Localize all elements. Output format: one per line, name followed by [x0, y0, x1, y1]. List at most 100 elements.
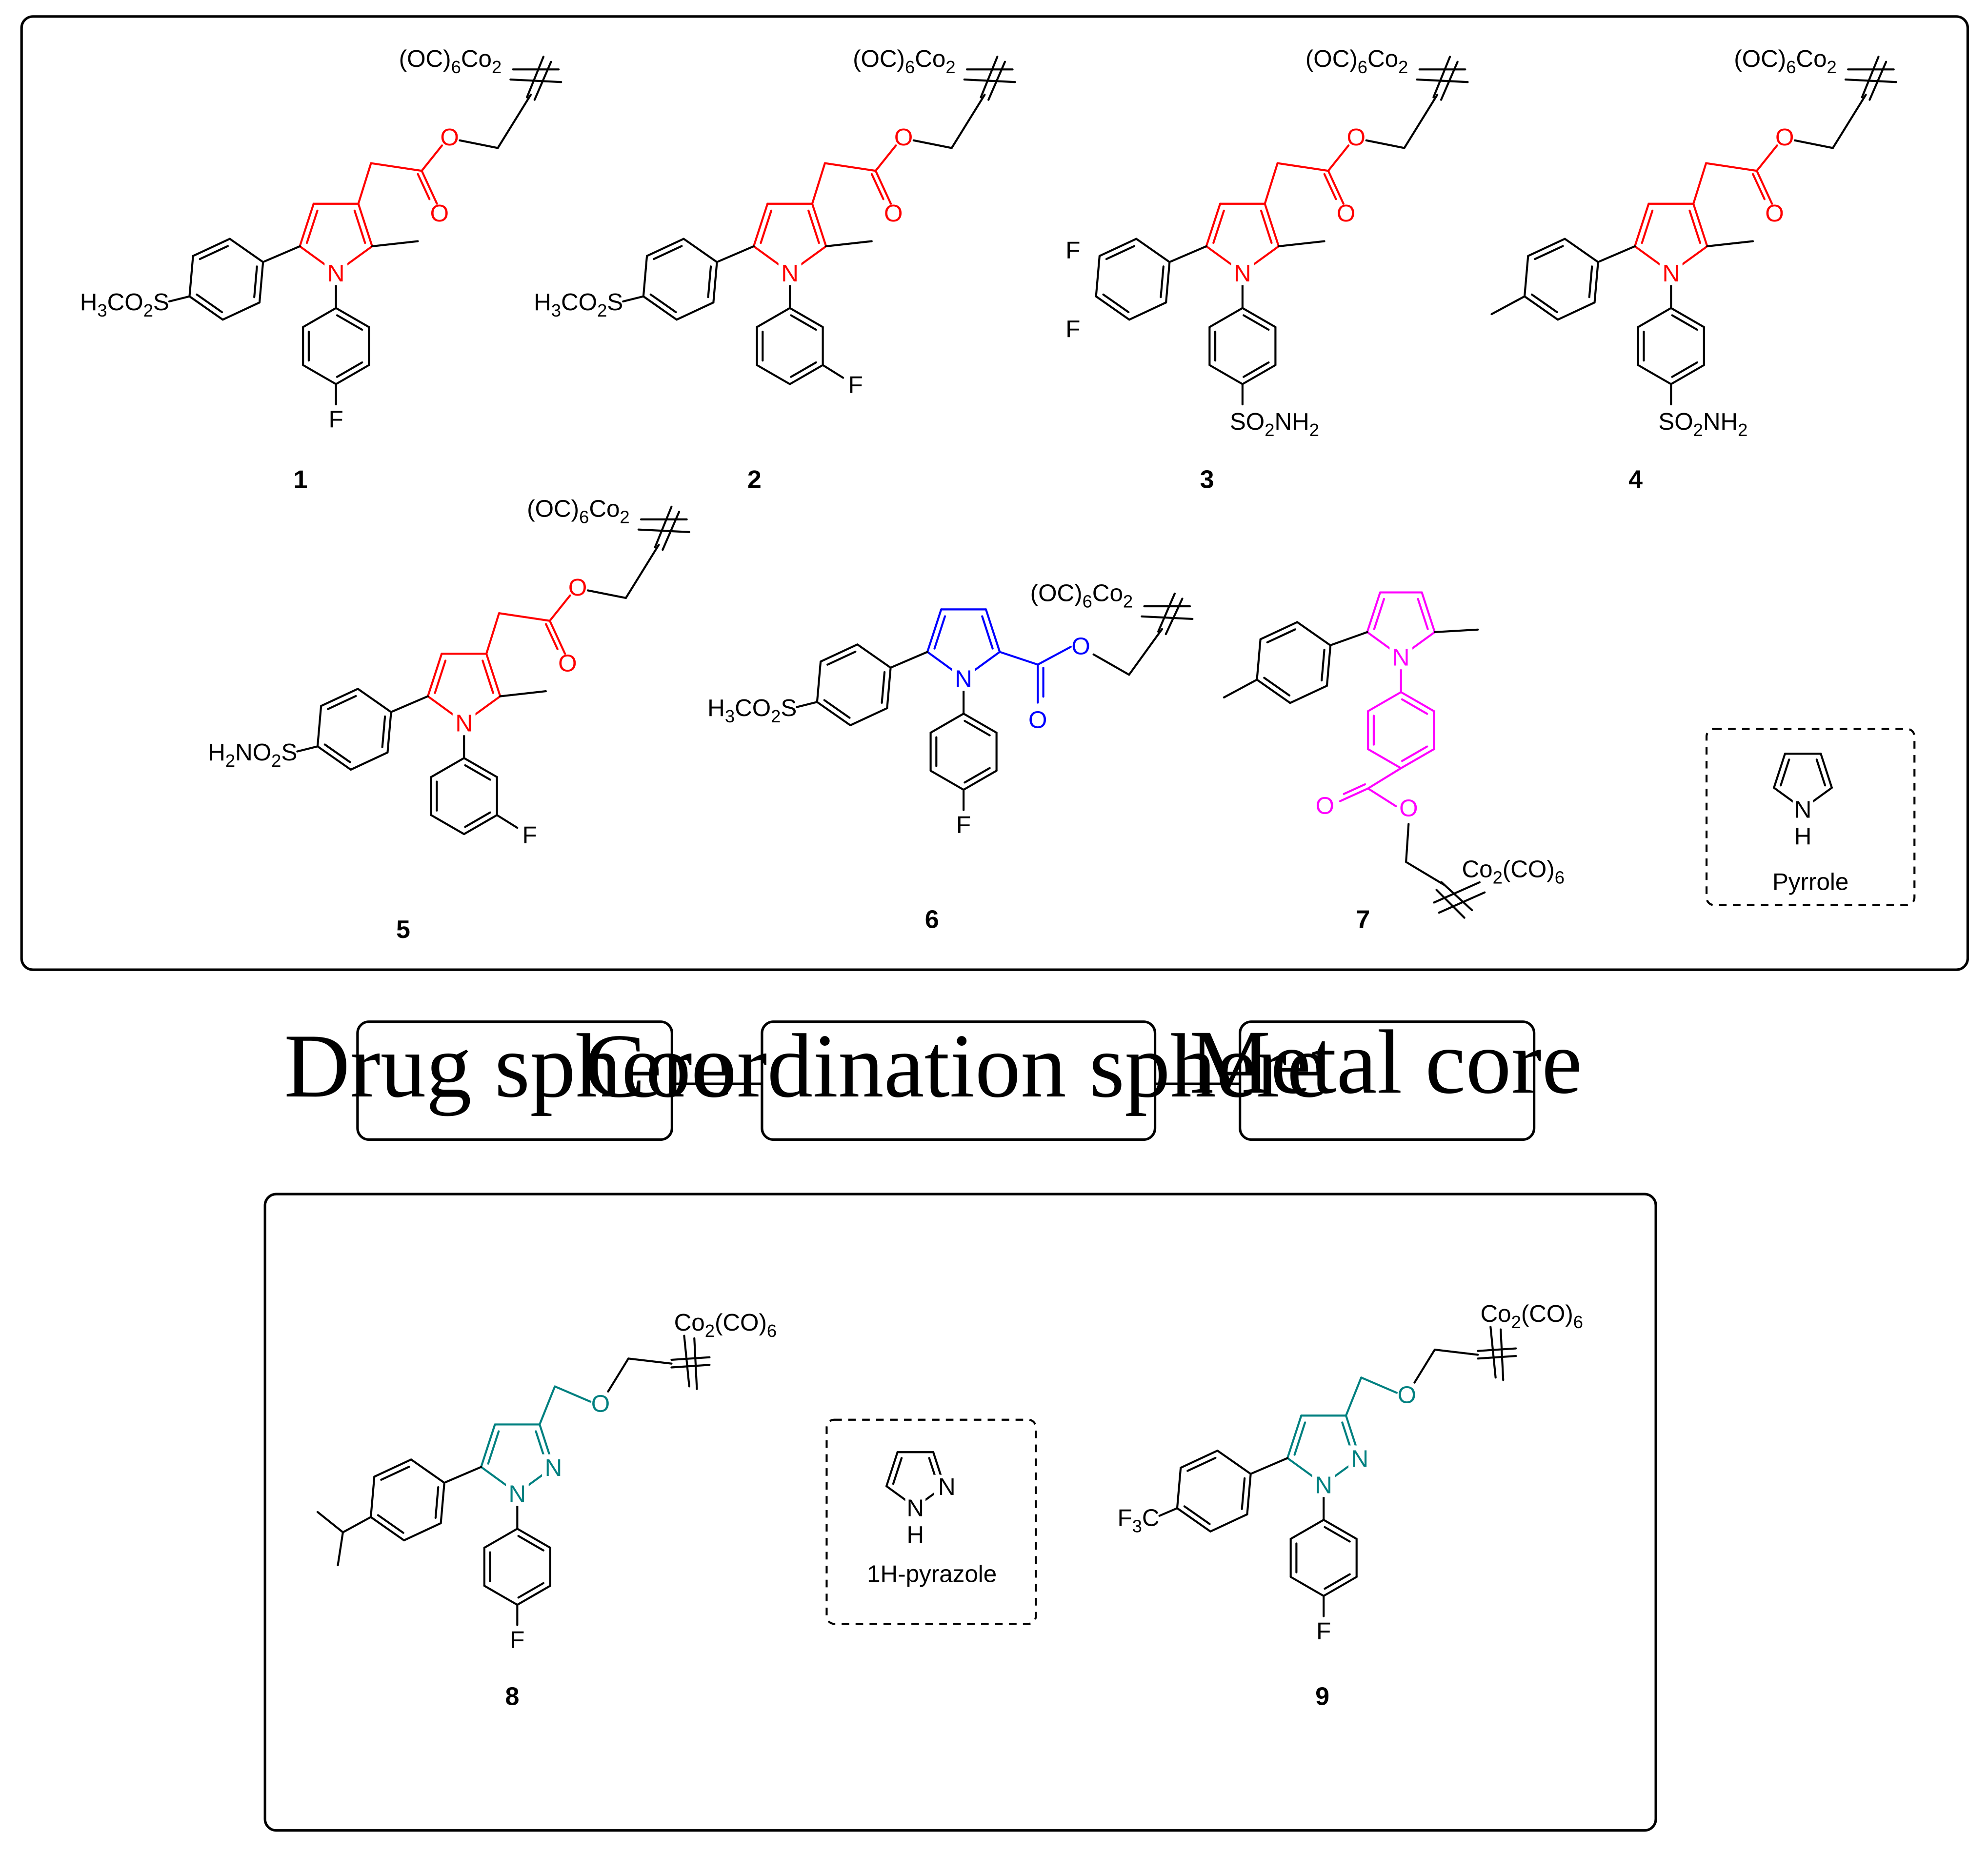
alkyne-bond [980, 56, 999, 99]
compound-number-9: 9 [1315, 1682, 1329, 1711]
bond [1477, 1347, 1517, 1352]
double-bond [1260, 209, 1273, 244]
pyrazole-n1: N [509, 1481, 526, 1508]
double-bond [1160, 265, 1165, 299]
atom-mask [324, 259, 348, 285]
double-bond [712, 261, 718, 304]
methyl-bond [1490, 295, 1526, 316]
ring-bond [1637, 307, 1672, 328]
double-bond [649, 293, 677, 314]
double-bond [1286, 1414, 1303, 1459]
double-bond [1752, 173, 1766, 200]
bond [554, 1385, 592, 1403]
compound-number-1: 1 [293, 466, 307, 494]
alkyne-bond [950, 94, 986, 149]
ring-bond [1637, 364, 1672, 385]
double-bond [463, 814, 498, 836]
ester-oxygen: O [1775, 124, 1794, 151]
ester-oxygen: O [1071, 633, 1090, 660]
double-bond [1373, 597, 1385, 630]
f-bond [822, 364, 844, 379]
double-bond [1527, 238, 1566, 257]
atom-mask [452, 710, 476, 736]
atom-mask [934, 1474, 955, 1498]
sulfonyl-label: H3CO2S [80, 289, 169, 320]
fluoro-label: F [1065, 237, 1080, 264]
double-bond [1246, 1473, 1252, 1515]
double-bond [517, 1534, 544, 1552]
co-cross-bond [963, 78, 1016, 83]
ring-bond [1256, 638, 1262, 681]
ring-bond [1367, 748, 1402, 770]
meta-fluoro-label: F [848, 372, 863, 398]
pyrazole-h: H [907, 1521, 924, 1548]
compound-number-2: 2 [747, 466, 762, 494]
double-bond [1102, 293, 1130, 314]
ch2-bond [1264, 162, 1279, 205]
alkyne-bond [1403, 94, 1439, 149]
alkyne-bond [526, 56, 545, 99]
atom-mask [1231, 259, 1254, 285]
bond [316, 1511, 344, 1533]
bond [1433, 881, 1481, 904]
cobalt-carbonyl-label: (OC)6Co2 [1030, 580, 1133, 612]
double-bond [199, 245, 229, 260]
ring-bond [403, 1522, 442, 1542]
compound-number-3: 3 [1200, 466, 1214, 494]
double-bond [417, 173, 431, 200]
double-bond [1692, 202, 1708, 247]
cobalt-carbonyl-label: (OC)6Co2 [1305, 45, 1408, 77]
carbonyl-bond [1276, 162, 1329, 172]
double-bond [1186, 1456, 1217, 1472]
double-bond [381, 715, 386, 748]
double-bond [820, 643, 859, 663]
double-bond [1323, 1518, 1358, 1540]
ring-bond [756, 364, 791, 385]
double-bond [440, 1481, 445, 1524]
propargyl-ch2 [586, 589, 627, 599]
ring-bond [1296, 621, 1332, 647]
sulfonamide-label: SO2NH2 [1658, 408, 1747, 440]
carbonyl-bond [370, 162, 423, 172]
co-cross-bond [637, 528, 690, 533]
bond [1367, 787, 1397, 807]
double-bond [421, 170, 438, 205]
bond [693, 1337, 698, 1390]
carbonyl-oxygen: O [430, 200, 449, 227]
ring-bond [1289, 684, 1328, 704]
double-bond [1773, 753, 1786, 789]
metal-core-box [1239, 1020, 1536, 1141]
bond [796, 701, 818, 708]
bond [337, 1531, 344, 1567]
aryl-link [717, 245, 755, 263]
double-bond [1324, 1573, 1351, 1590]
ester-oxygen: O [1399, 795, 1418, 822]
double-bond [926, 608, 943, 653]
double-bond [1417, 597, 1429, 630]
double-bond [482, 659, 494, 694]
double-bond [480, 1423, 496, 1468]
bond [1141, 615, 1194, 620]
double-bond [1534, 245, 1564, 260]
pyrrole-n: N [1662, 260, 1680, 287]
ether-oxygen: O [1398, 1381, 1416, 1408]
ester-oxygen: O [1347, 124, 1365, 151]
double-bond [1780, 758, 1790, 787]
sulfonyl-label: H3CO2S [534, 289, 623, 320]
double-bond [885, 1451, 899, 1488]
bond [1345, 1376, 1363, 1417]
ether-oxygen: O [591, 1390, 610, 1417]
double-bond [1183, 1505, 1211, 1525]
double-bond [1400, 691, 1435, 713]
sulfonyl-label: H3CO2S [707, 695, 797, 726]
double-bond [377, 1514, 404, 1534]
compound-number-8: 8 [505, 1682, 519, 1711]
propargyl-ch2 [459, 139, 499, 149]
para-fluoro-label: F [329, 406, 343, 433]
ring-bond [1208, 364, 1244, 385]
double-bond [790, 314, 817, 331]
bond [1330, 631, 1368, 646]
meta-fluoro-label: F [522, 821, 537, 848]
bond [1405, 823, 1410, 863]
double-bond [1095, 295, 1130, 321]
